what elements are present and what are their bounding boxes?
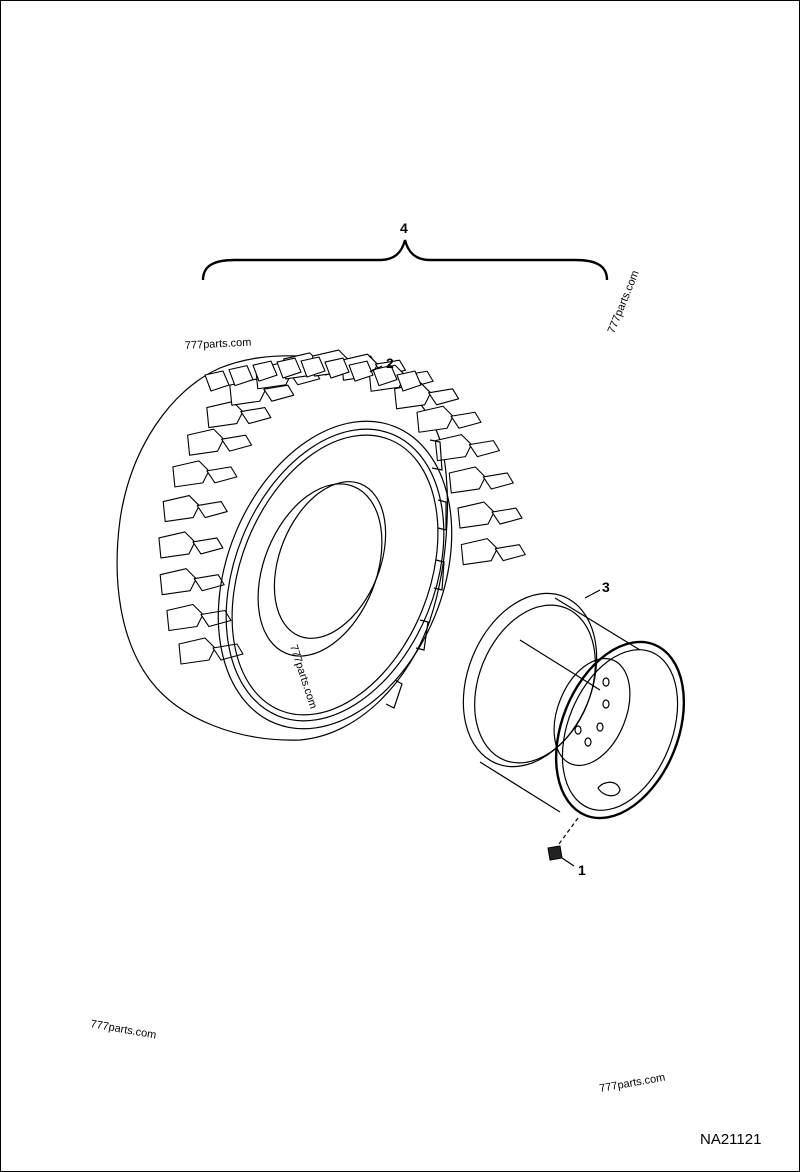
tread-lug <box>172 460 210 488</box>
tread-lug <box>372 365 398 387</box>
tread-lug <box>448 466 486 494</box>
drawing-code: NA21121 <box>700 1131 761 1148</box>
tread-lug <box>159 568 197 596</box>
tread-lug <box>162 495 200 523</box>
tread-lug <box>206 466 238 484</box>
tire-drawing <box>116 349 526 741</box>
tread-lug <box>228 365 254 387</box>
tread-lug <box>212 643 244 661</box>
tread-lug <box>494 544 526 562</box>
tread-lug <box>178 637 216 665</box>
watermark-text: 777parts.com <box>89 1018 157 1041</box>
valve-stem-drawing <box>547 817 579 861</box>
leader-2 <box>369 365 383 373</box>
watermark-text: 777parts.com <box>606 269 642 335</box>
tread-lug <box>252 360 278 382</box>
watermark-text: 777parts.com <box>598 1072 666 1095</box>
tread-lug <box>158 531 196 559</box>
tread-lug <box>482 472 514 490</box>
tread-lug <box>348 360 374 382</box>
tread-lug <box>396 370 422 392</box>
leader-3 <box>584 589 601 599</box>
tread-lug <box>457 501 495 529</box>
tread-lug <box>450 411 482 429</box>
tread-lug <box>416 405 454 433</box>
tread-lug <box>187 428 225 456</box>
tread-lug <box>240 407 272 425</box>
callout-3: 3 <box>602 579 610 595</box>
tread-lug <box>200 609 232 628</box>
watermark-text: 777parts.com <box>185 337 252 352</box>
tread-lug <box>192 537 224 555</box>
tread-lug <box>204 370 230 392</box>
tread-lug <box>193 574 225 592</box>
tread-lug <box>206 401 244 429</box>
tread-lug <box>221 434 253 452</box>
rim-drawing <box>462 592 686 820</box>
callout-1: 1 <box>578 862 586 878</box>
tread-lug <box>491 507 523 525</box>
tread-lug <box>468 440 500 458</box>
tread-lug <box>166 603 204 632</box>
tread-lug <box>276 357 302 379</box>
leader-1 <box>561 857 575 867</box>
tread-lug <box>300 356 326 378</box>
callout-4: 4 <box>400 220 408 236</box>
tread-lug <box>434 434 472 462</box>
tread-lug <box>196 501 228 519</box>
tread-lug <box>263 384 295 402</box>
callout-2: 2 <box>386 355 394 371</box>
tread-lug <box>324 357 350 379</box>
tread-lug <box>428 388 460 406</box>
tread-lug <box>460 538 498 566</box>
assembly-brace <box>201 239 609 281</box>
